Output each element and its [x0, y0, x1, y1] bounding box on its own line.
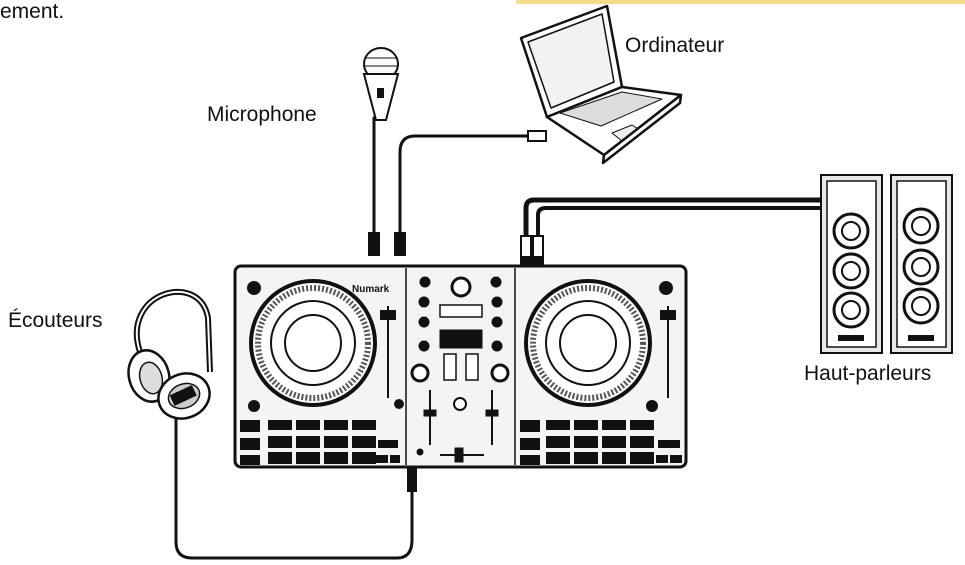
usb-connector-icon [394, 232, 406, 256]
headphones-label: Écouteurs [8, 309, 103, 332]
dj-controller: Numark [233, 264, 688, 469]
controller-brand-label: Numark [352, 284, 390, 295]
headphone-cable [174, 398, 414, 560]
top-banner-strip [516, 0, 965, 4]
pitch-fader-right-icon [660, 306, 676, 398]
headphones-icon [127, 288, 213, 420]
microphone-icon [362, 47, 400, 121]
pads-right-icon [520, 420, 682, 465]
computer-label: Ordinateur [625, 34, 725, 57]
speaker-left-icon [820, 174, 883, 354]
headphone-plug-icon [407, 468, 417, 492]
usb-cable [398, 134, 530, 234]
rca-plug-1-icon [520, 235, 532, 259]
pitch-fader-left-icon [380, 306, 396, 398]
pads-left-icon [240, 420, 400, 465]
mic-plug-icon [368, 232, 380, 256]
microphone-label: Microphone [207, 103, 317, 126]
rca-plug-2-icon [532, 235, 544, 259]
speaker-right-icon [890, 174, 953, 354]
cables [174, 116, 828, 560]
text-fragment: ement. [0, 0, 65, 23]
mixer-section-icon [410, 276, 510, 463]
laptop-icon [519, 4, 683, 165]
speaker-cable-2 [536, 206, 824, 238]
speaker-cable-1 [523, 197, 828, 239]
usb-plug-icon [527, 130, 547, 142]
jog-wheel-right-icon [524, 279, 652, 407]
jog-wheel-left-icon [249, 279, 377, 407]
speakers-label: Haut-parleurs [804, 362, 932, 385]
